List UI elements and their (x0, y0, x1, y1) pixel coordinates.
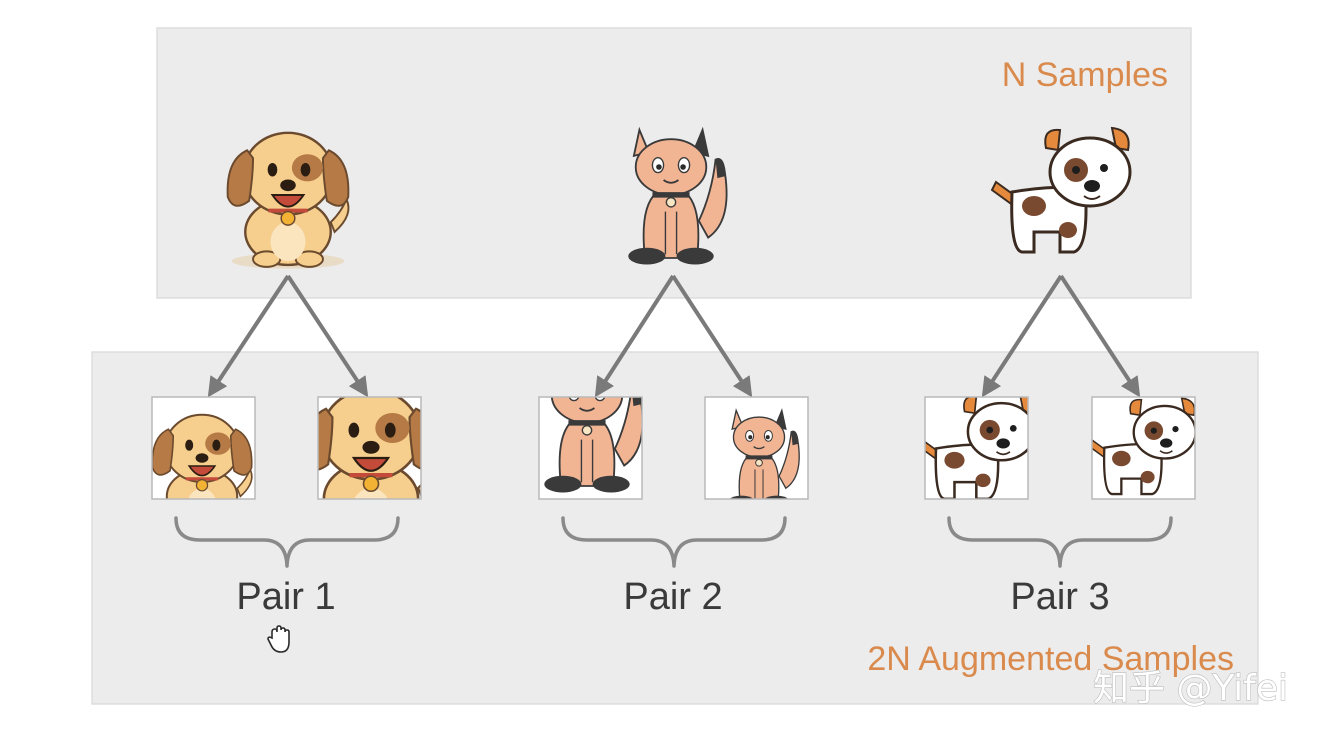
pair-2-label: Pair 2 (623, 576, 722, 618)
arrow-cat-b (671, 274, 753, 398)
augmented-puppy-a (924, 396, 1029, 500)
augmented-dog-a (151, 396, 256, 500)
pair-3-brace (947, 516, 1173, 568)
pair-1-brace (174, 516, 400, 568)
pair-2-brace (561, 516, 787, 568)
arrow-cat-a (594, 274, 675, 398)
pair-1-label: Pair 1 (236, 576, 335, 618)
arrows (207, 274, 1141, 398)
top-panel-title: N Samples (1002, 56, 1168, 94)
augmented-dog-b (317, 396, 422, 500)
arrow-dog-b (286, 274, 369, 398)
watermark: 知乎 @Yifei (1093, 668, 1288, 709)
augmented-cat-b (704, 396, 809, 500)
augmented-cat-a (538, 396, 643, 500)
augmented-puppy-b (1091, 396, 1196, 500)
arrow-puppy-b (1059, 274, 1141, 398)
bottom-panel-title: 2N Augmented Samples (867, 640, 1234, 678)
hand-cursor-icon (267, 625, 290, 653)
arrow-dog-a (207, 274, 290, 398)
pair-3-label: Pair 3 (1010, 576, 1109, 618)
arrow-puppy-a (981, 274, 1063, 398)
